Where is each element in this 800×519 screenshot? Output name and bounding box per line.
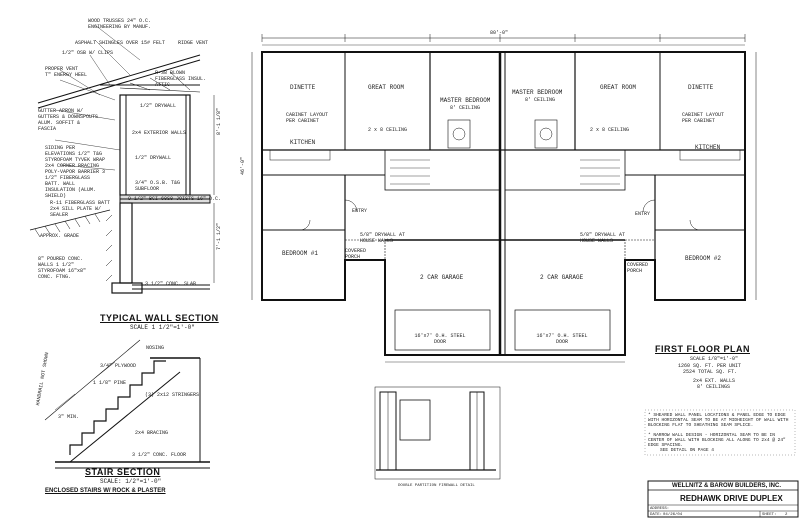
room-label: ENTRY	[635, 211, 651, 217]
wall-note: RIDGE VENT	[178, 40, 209, 46]
title-block-frame	[647, 480, 799, 518]
sheet-number: 2	[785, 513, 788, 517]
project-name: REDHAWK DRIVE DUPLEX	[680, 494, 783, 503]
sheet-label: SHEET:	[762, 513, 777, 517]
room-label: COVERED PORCH	[627, 262, 649, 274]
room-label: GREAT ROOM	[368, 84, 405, 91]
date-value: 04/26/04	[663, 513, 683, 517]
room-note: 8' CEILING	[525, 97, 556, 103]
wall-note: WOOD TRUSSES 24" O.C.	[88, 18, 152, 24]
company-name: WELLNITZ & BAROW BUILDERS, INC.	[672, 483, 781, 489]
room-label: 2 CAR GARAGE	[420, 274, 464, 281]
ceiling-note: 2 x 8 CEILING	[590, 127, 630, 133]
room-label: KITCHEN	[695, 144, 721, 151]
wall-note: GUTTER APRON W/ GUTTERS & DOWNSPOUTS ALU…	[38, 108, 99, 132]
wall-note: ASPHALT SHINGLES OVER 15# FELT	[75, 40, 166, 46]
wall-section-drawing	[29, 24, 215, 294]
garage-door-note: 16'x7' O.H. STEEL DOOR	[536, 333, 588, 345]
ceiling-note: 2 x 8 CEILING	[368, 127, 408, 133]
stair-note: (3) 2x12 STRINGERS	[145, 392, 200, 398]
general-note: * SHEARED WALL PANEL LOCATIONS & PANEL E…	[648, 413, 789, 428]
overall-width-dim: 80'-0"	[490, 30, 509, 36]
ceiling-spec: 8' CEILINGS	[697, 384, 731, 390]
area-total: 2524 TOTAL SQ. FT.	[683, 369, 738, 375]
drywall-note: 5/8" DRYWALL AT HOUSE WALLS	[580, 232, 626, 244]
room-label: DINETTE	[290, 84, 316, 91]
date-label: DATE:	[650, 513, 663, 517]
general-note: * NARROW WALL DESIGN - HORIZONTAL SEAM T…	[648, 433, 786, 448]
wall-note: 3 1/2" CONC. SLAB	[145, 281, 197, 287]
wall-note: APPROX. GRADE	[40, 233, 80, 239]
wall-note: PROPER VENT	[45, 66, 79, 72]
stair-note: 3/4" PLYWOOD	[100, 363, 137, 369]
garage-door-note: 16'x7' O.H. STEEL DOOR	[414, 333, 466, 345]
general-notes-frame	[644, 409, 796, 456]
stair-section-title: STAIR SECTION	[85, 467, 161, 477]
wall-note: ENGINEERING BY MANUF.	[88, 24, 152, 30]
wall-spec: 2x4 EXT. WALLS	[693, 378, 736, 384]
wall-note: 9 1/2" BCI 60S0 JOISTS 16" O.C.	[128, 196, 222, 202]
cabinet-note: CABINET LAYOUT PER CABINET	[286, 112, 329, 124]
stair-section-subtitle: ENCLOSED STAIRS W/ ROCK & PLASTER	[45, 488, 166, 494]
room-label: BEDROOM #2	[685, 255, 722, 262]
room-label: ENTRY	[352, 208, 368, 214]
stair-note: 3 1/2" CONC. FLOOR	[132, 452, 187, 458]
stair-note: NOSING	[146, 345, 165, 351]
stair-section-scale: SCALE: 1/2"=1'-0"	[100, 478, 162, 485]
wall-note: 1/2" DRYWALL	[140, 103, 177, 109]
wall-height-dim: 8'-1 1/8"	[216, 107, 222, 135]
wall-section-title: TYPICAL WALL SECTION	[100, 313, 219, 323]
general-note: SEE DETAIL ON PAGE 4	[660, 448, 715, 453]
floor-plan-drawing	[251, 34, 757, 363]
drywall-note: 5/8" DRYWALL AT HOUSE WALLS	[360, 232, 406, 244]
room-label: BEDROOM #1	[282, 250, 319, 257]
foundation-height-dim: 7'-1 1/2"	[216, 222, 222, 250]
wall-note: R-38 BLOWN FIBERGLASS INSUL. ATTIC	[155, 70, 207, 88]
wall-note: R-11 FIBERGLASS BATT 2x4 SILL PLATE W/ S…	[50, 200, 111, 218]
wall-note: 1/2" DRYWALL	[135, 155, 172, 161]
wall-note: SIDING PER ELEVATIONS 1/2" T&G STYROFOAM…	[45, 145, 106, 199]
wall-note: T" ENERGY HEEL	[45, 72, 88, 78]
firewall-detail-title: DOUBLE PARTITION FIREWALL DETAIL	[398, 484, 475, 488]
address-label: ADDRESS:	[650, 507, 670, 511]
wall-note: 2x4 EXTERIOR WALLS	[132, 130, 187, 136]
room-label: GREAT ROOM	[600, 84, 637, 91]
stair-note: 2x4 BRACING	[135, 430, 169, 436]
firewall-detail-drawing	[374, 386, 501, 480]
room-label: KITCHEN	[290, 139, 316, 146]
overall-depth-dim: 46'-0"	[240, 156, 246, 175]
room-label: DINETTE	[688, 84, 714, 91]
room-label: 2 CAR GARAGE	[540, 274, 584, 281]
floor-plan-scale: SCALE 1/8"=1'-0"	[690, 356, 739, 362]
wall-note: 3/4" O.S.B. T&G SUBFLOOR	[135, 180, 181, 192]
stair-note: 3" MIN.	[58, 414, 80, 420]
stair-section-drawing	[44, 339, 210, 469]
wall-section-scale: SCALE 1 1/2"=1'-0"	[130, 324, 195, 331]
room-label: COVERED PORCH	[345, 248, 367, 260]
room-label: MASTER BEDROOM	[512, 89, 563, 96]
area-per-unit: 1260 SQ. FT. PER UNIT	[678, 363, 742, 369]
room-label: MASTER BEDROOM	[440, 97, 491, 104]
wall-note: 1/2" OSB W/ CLIPS	[62, 50, 114, 56]
floor-plan-title: FIRST FLOOR PLAN	[655, 344, 750, 354]
cabinet-note: CABINET LAYOUT PER CABINET	[682, 112, 725, 124]
room-note: 8' CEILING	[450, 105, 481, 111]
wall-note: 8" POURED CONC. WALLS 1 1/2" STYROFOAM 1…	[38, 256, 87, 280]
stair-note: 1 1/8" PINE	[93, 380, 127, 386]
